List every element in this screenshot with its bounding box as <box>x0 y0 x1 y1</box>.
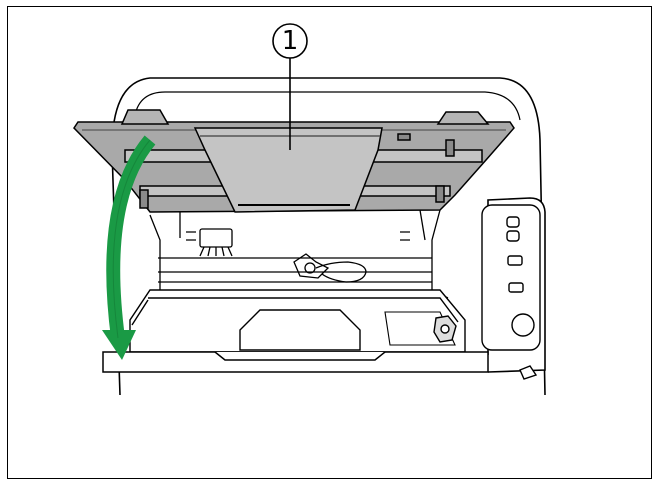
front-edge <box>102 351 489 373</box>
callout-circle <box>272 23 308 59</box>
paper-tray-cover <box>73 109 515 213</box>
control-panel <box>481 204 541 380</box>
printer-cavity <box>147 209 449 301</box>
curved-arrow-icon <box>102 135 156 360</box>
callout-1 <box>272 23 308 150</box>
control-button <box>507 255 523 266</box>
front-output-area <box>129 289 466 353</box>
control-button <box>508 282 524 293</box>
control-button <box>506 230 520 242</box>
power-button <box>511 313 535 337</box>
control-button <box>506 216 520 228</box>
center-flap <box>193 127 383 213</box>
